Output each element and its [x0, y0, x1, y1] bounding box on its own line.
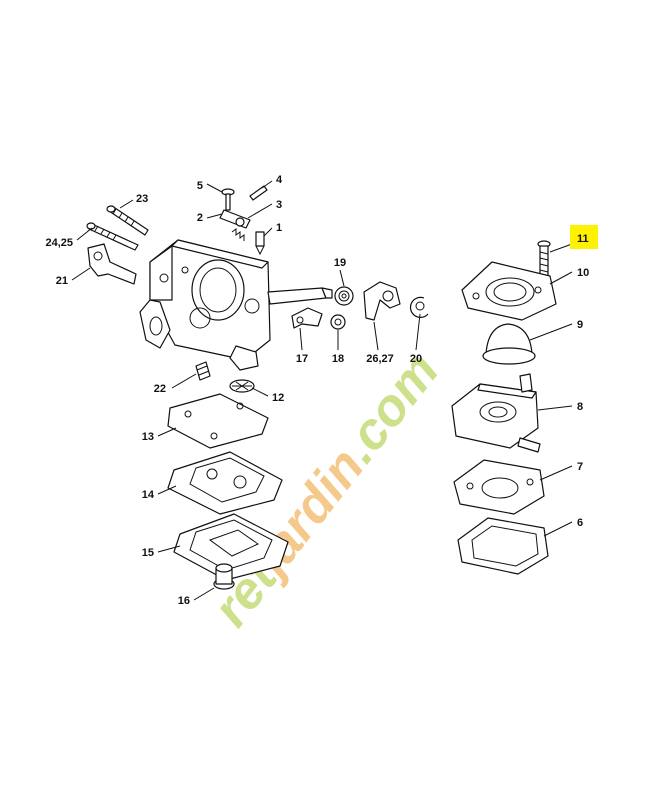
- part-9-primer-bulb: [482, 323, 536, 365]
- label-8: 8: [577, 401, 583, 413]
- label-5: 5: [197, 180, 203, 192]
- part-11-screw: [537, 240, 551, 277]
- part-7-diaphragm: [453, 459, 545, 515]
- label-16: 16: [178, 595, 190, 607]
- part-15-cover: [173, 513, 289, 581]
- part-13-gasket: [167, 393, 269, 449]
- label-23: 23: [136, 193, 148, 205]
- part-6-gasket: [457, 517, 549, 575]
- label-15: 15: [142, 547, 154, 559]
- label-11: 11: [577, 233, 589, 245]
- part-1-needle: [255, 231, 265, 256]
- part-4-pin: [249, 185, 268, 201]
- leader-lines: [71, 180, 573, 601]
- label-24-25: 24,25: [45, 237, 73, 249]
- part-21-lever: [87, 243, 137, 285]
- part-22-screw: [195, 361, 211, 381]
- label-1: 1: [276, 222, 282, 234]
- label-3: 3: [276, 199, 282, 211]
- part-26-27-shutter: [363, 281, 401, 321]
- part-23-screw: [106, 205, 149, 236]
- part-3-spring: [231, 228, 245, 241]
- label-12: 12: [272, 392, 284, 404]
- label-14: 14: [142, 489, 155, 501]
- part-2-nozzle: [219, 209, 251, 229]
- part-17-lever: [291, 307, 323, 329]
- part-19-spring: [334, 286, 354, 306]
- label-17: 17: [296, 353, 308, 365]
- label-10: 10: [577, 267, 589, 279]
- label-26-27: 26,27: [366, 353, 394, 365]
- label-13: 13: [142, 431, 154, 443]
- label-22: 22: [154, 383, 166, 395]
- label-20: 20: [410, 353, 422, 365]
- part-8-pump-body: [451, 373, 541, 453]
- label-2: 2: [197, 212, 203, 224]
- part-11-highlight: [570, 225, 598, 249]
- part-18-clip: [330, 314, 346, 330]
- part-10-cover: [461, 261, 557, 321]
- label-21: 21: [56, 275, 68, 287]
- part-12-screen: [229, 379, 255, 393]
- label-7: 7: [577, 461, 583, 473]
- part-labels: 5 4 3 2 1 23 24,25 21 19 17 18 26,27 20 …: [45, 174, 589, 607]
- label-4: 4: [276, 174, 283, 186]
- label-9: 9: [577, 319, 583, 331]
- label-18: 18: [332, 353, 344, 365]
- label-6: 6: [577, 517, 583, 529]
- part-16-screw: [213, 563, 235, 590]
- part-5-screw: [221, 188, 235, 211]
- part-20-eclip: [409, 296, 429, 318]
- part-14-diaphragm: [167, 451, 283, 515]
- label-19: 19: [334, 257, 346, 269]
- carburetor-body: [139, 239, 333, 371]
